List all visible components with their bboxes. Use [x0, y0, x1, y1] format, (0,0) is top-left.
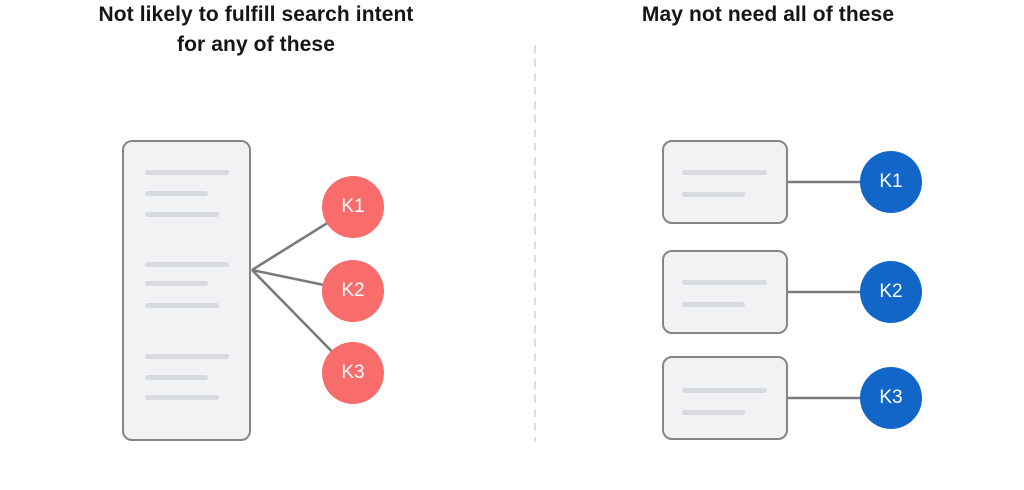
vertical-dashed-divider — [534, 45, 536, 442]
keyword-circle-k2-right: K2 — [860, 261, 922, 323]
text-line-placeholder — [145, 303, 219, 308]
text-line-placeholder — [682, 280, 767, 285]
page-card-2 — [662, 250, 788, 334]
keyword-circle-k1-right: K1 — [860, 151, 922, 213]
left-title-line-2: for any of these — [177, 33, 335, 56]
text-line-placeholder — [145, 191, 208, 196]
text-line-placeholder — [682, 302, 745, 307]
text-line-placeholder — [145, 354, 229, 359]
keyword-circle-k2-left: K2 — [322, 260, 384, 322]
keyword-circle-k3-right: K3 — [860, 367, 922, 429]
text-line-placeholder — [682, 410, 745, 415]
text-line-placeholder — [145, 375, 208, 380]
text-line-placeholder — [682, 192, 745, 197]
text-line-placeholder — [145, 262, 229, 267]
text-line-placeholder — [682, 388, 767, 393]
text-line-placeholder — [145, 212, 219, 217]
page-card-3 — [662, 356, 788, 440]
text-line-placeholder — [145, 395, 219, 400]
text-line-placeholder — [682, 170, 767, 175]
right-panel-title: May not need all of these — [641, 3, 895, 26]
text-line-placeholder — [145, 170, 229, 175]
left-panel-title: Not likely to fulfill search intent for … — [0, 0, 512, 60]
page-card-1 — [662, 140, 788, 224]
left-title-line-1: Not likely to fulfill search intent — [98, 3, 414, 26]
keyword-circle-k3-left: K3 — [322, 342, 384, 404]
keyword-circle-k1-left: K1 — [322, 176, 384, 238]
document-card — [122, 140, 251, 441]
text-line-placeholder — [145, 281, 208, 286]
